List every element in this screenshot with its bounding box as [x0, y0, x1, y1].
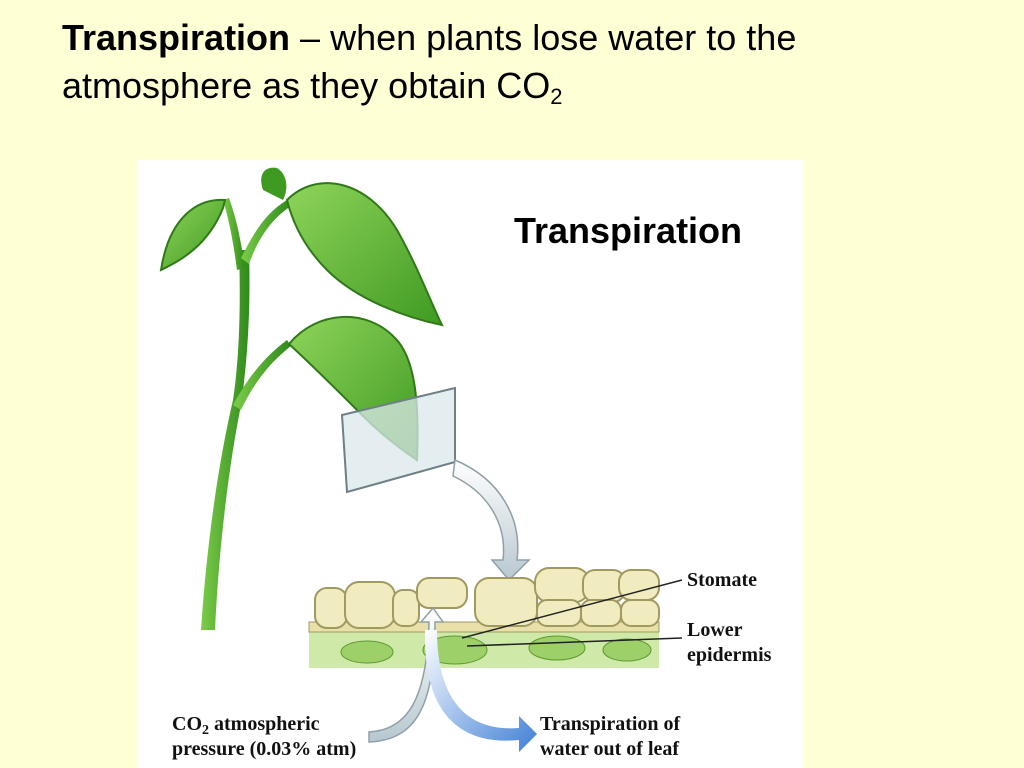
co2-arrow: [368, 606, 445, 743]
transpiration-figure: Transpiration Stomate Lower epidermis CO…: [137, 160, 803, 768]
label-lower-line1: Lower: [687, 619, 743, 641]
co2-text: CO: [172, 713, 202, 735]
plant-illustration: [159, 167, 683, 752]
leaf-top: [285, 182, 444, 327]
label-trans-line2: water out of leaf: [540, 738, 680, 760]
branch-lower: [233, 340, 291, 410]
branch-left: [223, 198, 245, 270]
title-term: Transpiration: [62, 17, 291, 58]
zoom-arrow: [452, 458, 531, 582]
label-co2: CO2 atmospheric pressure (0.03% atm): [172, 712, 356, 762]
title-text: – when plants lose water to the atmosphe…: [62, 17, 797, 106]
label-transpiration: Transpiration of water out of leaf: [540, 712, 680, 762]
co2-atmospheric: atmospheric: [209, 713, 320, 735]
plant-stem: [201, 250, 250, 630]
transpiration-arrow: [424, 630, 537, 752]
epidermis-pointer: [466, 637, 683, 647]
stomate-pointer: [461, 579, 683, 639]
label-co2-line2: pressure (0.03% atm): [172, 738, 357, 760]
label-lower-epidermis: Lower epidermis: [687, 618, 771, 668]
label-co2-line1: CO2 atmospheric: [172, 712, 356, 738]
slide-title: Transpiration – when plants lose water t…: [62, 14, 992, 110]
title-subscript: 2: [550, 84, 563, 109]
branch-right: [241, 200, 291, 264]
leaf-top-bud: [261, 167, 287, 200]
label-lower-line2: epidermis: [687, 644, 772, 666]
figure-title: Transpiration: [514, 210, 743, 251]
co2-subscript: 2: [202, 723, 209, 738]
leaf-cross-section: [308, 567, 660, 668]
leaf-left: [159, 198, 227, 272]
label-trans-line1: Transpiration of: [540, 713, 681, 735]
label-stomate: Stomate: [687, 569, 757, 591]
